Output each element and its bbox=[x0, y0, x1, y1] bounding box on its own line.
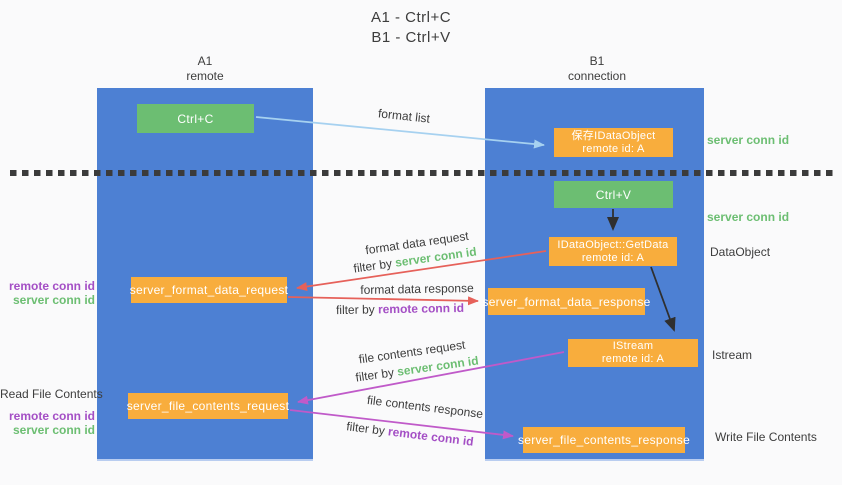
node-server-format-data-request: server_format_data_request bbox=[129, 277, 289, 303]
server-conn-id-label: server conn id bbox=[12, 423, 95, 437]
remote-conn-id-key: remote conn id bbox=[377, 300, 465, 317]
node-idataobject-getdata-line2: remote id: A bbox=[581, 251, 645, 264]
istream-label: Istream bbox=[712, 348, 753, 362]
filter-by-text: filter by bbox=[335, 302, 379, 318]
node-idataobject-getdata: IDataObject::GetData remote id: A bbox=[549, 237, 677, 266]
read-file-contents-label: Read File Contents bbox=[0, 387, 103, 401]
node-save-idataobject-line1: 保存IDataObject bbox=[571, 129, 656, 142]
label-file-contents-response: file contents response bbox=[366, 392, 484, 422]
filter-by-text: filter by bbox=[345, 419, 390, 439]
left-file-conn-ids: remote conn id server conn id bbox=[0, 409, 95, 437]
label-format-data-response: format data response bbox=[360, 281, 474, 297]
node-ctrl-c: Ctrl+C bbox=[137, 104, 254, 133]
node-istream-line1: IStream bbox=[612, 340, 654, 352]
server-conn-id-label-top: server conn id bbox=[707, 133, 790, 147]
filter-by-text: filter by bbox=[352, 255, 397, 276]
node-istream: IStream remote id: A bbox=[568, 339, 698, 367]
node-idataobject-getdata-line1: IDataObject::GetData bbox=[557, 238, 669, 251]
label-format-data-response-filter: filter by remote conn id bbox=[336, 301, 464, 317]
lifeline-header-b1: B1 connection bbox=[568, 54, 626, 84]
lifeline-a1-title: A1 bbox=[197, 54, 213, 68]
diagram-title: A1 - Ctrl+C B1 - Ctrl+V bbox=[0, 8, 822, 48]
node-ctrl-c-label: Ctrl+C bbox=[177, 111, 214, 126]
node-server-file-contents-request: server_file_contents_request bbox=[126, 393, 290, 419]
write-file-contents-label: Write File Contents bbox=[715, 430, 817, 444]
node-server-format-data-response-label: server_format_data_response bbox=[482, 294, 651, 309]
lifeline-header-a1: A1 remote bbox=[186, 54, 223, 84]
server-conn-id-label: server conn id bbox=[12, 293, 95, 307]
filter-by-text: filter by bbox=[354, 364, 399, 385]
left-format-conn-ids: remote conn id server conn id bbox=[0, 279, 95, 307]
remote-conn-id-label: remote conn id bbox=[8, 279, 95, 293]
node-save-idataobject-line2: remote id: A bbox=[582, 142, 645, 155]
node-server-file-contents-request-label: server_file_contents_request bbox=[126, 399, 290, 413]
remote-conn-id-label: remote conn id bbox=[8, 409, 95, 423]
title-line-2: B1 - Ctrl+V bbox=[371, 29, 451, 46]
node-ctrl-v-label: Ctrl+V bbox=[595, 187, 632, 202]
lifeline-b1-subtitle: connection bbox=[567, 69, 627, 83]
node-save-idataobject: 保存IDataObject remote id: A bbox=[554, 128, 673, 157]
lifeline-a1-subtitle: remote bbox=[186, 69, 224, 83]
server-conn-id-label-mid: server conn id bbox=[707, 210, 790, 224]
title-line-1: A1 - Ctrl+C bbox=[370, 9, 452, 26]
node-server-format-data-request-label: server_format_data_request bbox=[129, 283, 289, 297]
dataobject-label: DataObject bbox=[710, 245, 771, 259]
label-format-list: format list bbox=[377, 106, 431, 126]
lifeline-b1-title: B1 bbox=[589, 54, 605, 68]
node-server-format-data-response: server_format_data_response bbox=[482, 288, 650, 315]
node-ctrl-v: Ctrl+V bbox=[554, 181, 673, 208]
label-file-contents-response-filter: filter by remote conn id bbox=[346, 419, 475, 448]
node-server-file-contents-response-label: server_file_contents_response bbox=[517, 433, 691, 447]
node-istream-line2: remote id: A bbox=[601, 353, 665, 365]
node-server-file-contents-response: server_file_contents_response bbox=[518, 427, 690, 453]
remote-conn-id-key: remote conn id bbox=[387, 424, 475, 449]
